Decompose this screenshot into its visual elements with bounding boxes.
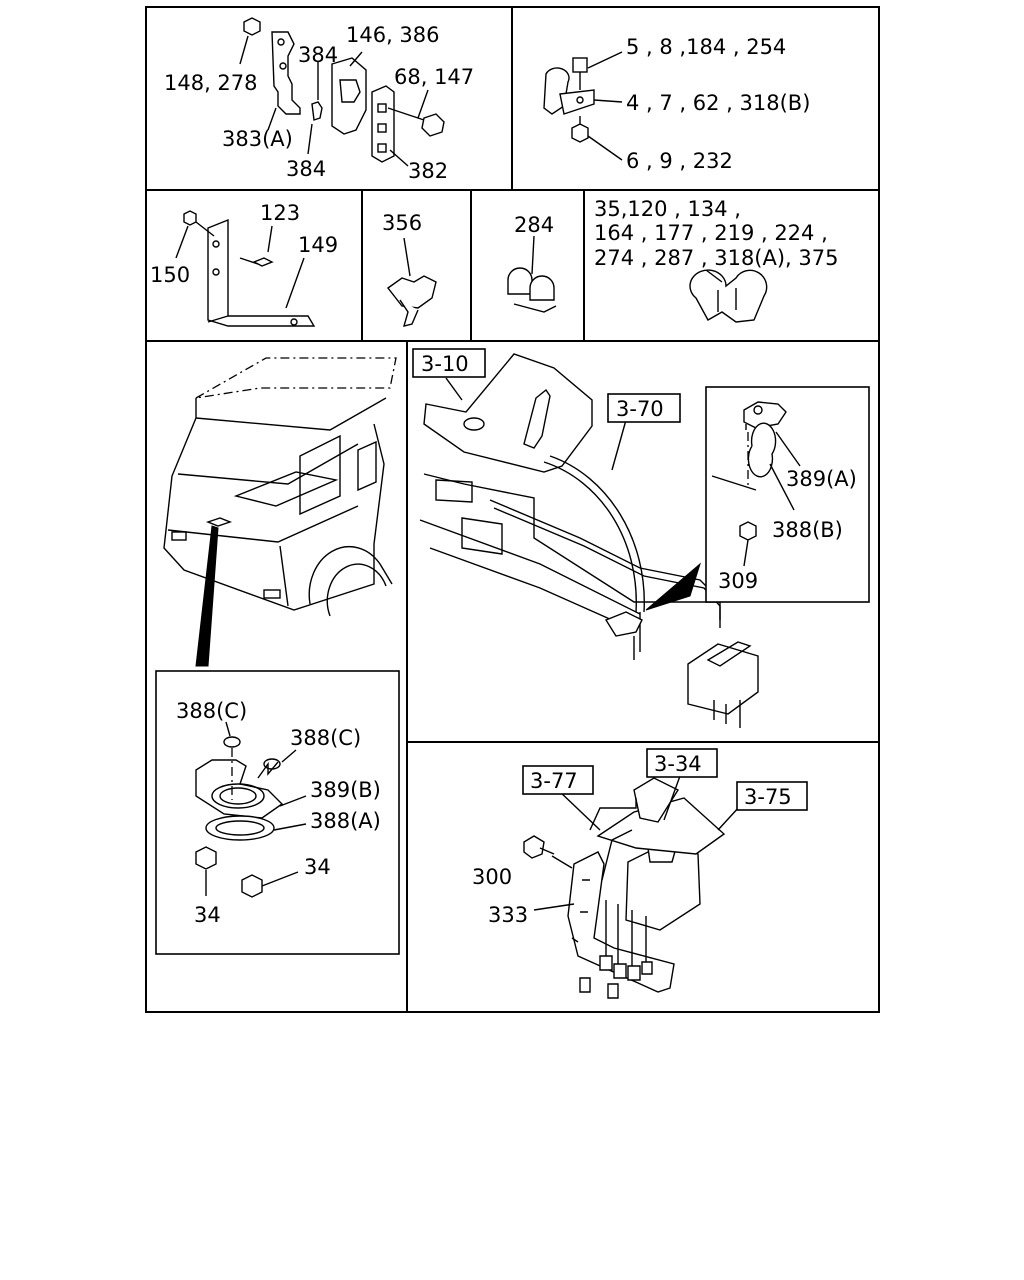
label-grommet-line2: 164 , 177 , 219 , 224 , <box>594 221 828 245</box>
ref-3-75: 3-75 <box>744 785 792 809</box>
label-382: 382 <box>408 159 448 183</box>
label-6-9-232: 6 , 9 , 232 <box>626 149 733 173</box>
label-389b: 389(B) <box>310 778 381 802</box>
label-34-right: 34 <box>304 855 331 879</box>
label-123: 123 <box>260 201 300 225</box>
label-150: 150 <box>150 263 190 287</box>
ref-box-3-34: 3-34 <box>646 748 718 778</box>
label-388b: 388(B) <box>772 518 843 542</box>
label-34-left: 34 <box>194 903 221 927</box>
ref-box-3-70: 3-70 <box>607 393 681 423</box>
ref-3-70: 3-70 <box>616 397 664 421</box>
panel-grommet <box>689 269 768 323</box>
ref-box-3-75: 3-75 <box>736 781 808 811</box>
ref-3-77: 3-77 <box>530 769 578 793</box>
label-300: 300 <box>472 865 512 889</box>
label-grommet-line3: 274 , 287 , 318(A), 375 <box>594 246 838 270</box>
piping-illustration <box>419 353 759 728</box>
ref-3-34: 3-34 <box>654 752 702 776</box>
ref-3-10: 3-10 <box>421 352 469 376</box>
label-148-278: 148, 278 <box>164 71 258 95</box>
detail-inset-box <box>155 670 400 955</box>
panel-bolt-clamp <box>543 51 623 161</box>
label-284: 284 <box>514 213 554 237</box>
label-384-top: 384 <box>298 43 338 67</box>
diagram-frame <box>145 6 880 1013</box>
label-309: 309 <box>718 569 758 593</box>
label-333: 333 <box>488 903 528 927</box>
label-68-147: 68, 147 <box>394 65 474 89</box>
label-388a: 388(A) <box>310 809 381 833</box>
truck-cab-illustration <box>163 357 397 667</box>
valve-illustration <box>523 775 741 999</box>
ref-box-3-77: 3-77 <box>522 765 594 795</box>
label-388c-right: 388(C) <box>290 726 361 750</box>
label-384-bottom: 384 <box>286 157 326 181</box>
panel-double-clamp <box>507 235 557 313</box>
label-388c-left: 388(C) <box>176 699 247 723</box>
panel-angle-bracket <box>175 210 316 327</box>
label-grommet-line1: 35,120 , 134 , <box>594 197 741 221</box>
piping-inset-box <box>705 386 870 603</box>
panel-clamp-bracket <box>239 17 445 167</box>
label-5-8-184-254: 5 , 8 ,184 , 254 <box>626 35 786 59</box>
label-146-386: 146, 386 <box>346 23 440 47</box>
label-389a: 389(A) <box>786 467 857 491</box>
label-356: 356 <box>382 211 422 235</box>
ref-box-3-10: 3-10 <box>412 348 486 378</box>
label-383a: 383(A) <box>222 127 293 151</box>
panel-clip <box>386 237 437 327</box>
label-4-7-62-318b: 4 , 7 , 62 , 318(B) <box>626 91 810 115</box>
label-149: 149 <box>298 233 338 257</box>
